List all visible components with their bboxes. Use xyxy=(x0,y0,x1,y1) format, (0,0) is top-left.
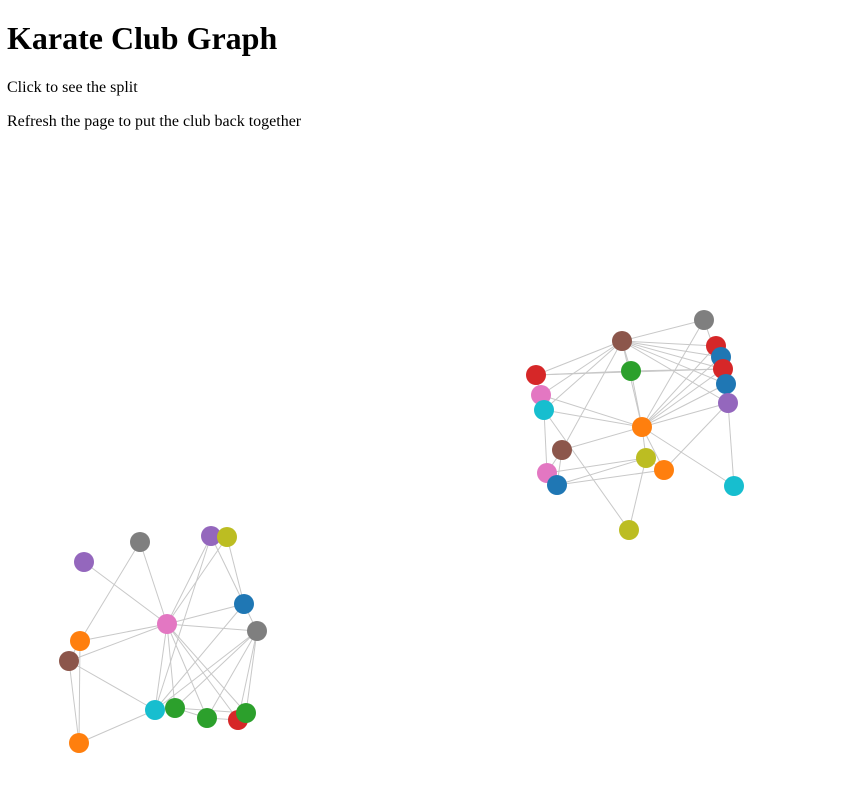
graph-node[interactable] xyxy=(74,552,94,572)
graph-edge xyxy=(543,409,548,474)
graph-node[interactable] xyxy=(157,614,177,634)
graph-node[interactable] xyxy=(236,703,256,723)
graph-edge xyxy=(154,535,212,711)
graph-node[interactable] xyxy=(621,361,641,381)
graph-node[interactable] xyxy=(165,698,185,718)
graph-edge xyxy=(206,630,258,719)
graph-node[interactable] xyxy=(632,417,652,437)
graph-edge xyxy=(621,340,717,347)
graph-edge xyxy=(546,457,647,474)
graph-edge xyxy=(641,383,727,428)
graph-edges xyxy=(68,319,735,744)
graph-edge xyxy=(543,409,643,428)
graph-edge xyxy=(561,426,643,451)
graph-node[interactable] xyxy=(636,448,656,468)
graph-edge xyxy=(641,319,705,428)
graph-node[interactable] xyxy=(59,651,79,671)
graph-edge xyxy=(174,630,258,709)
graph-node[interactable] xyxy=(694,310,714,330)
graph-edge xyxy=(79,623,168,642)
refresh-instruction: Refresh the page to put the club back to… xyxy=(7,113,302,130)
graph-edge xyxy=(641,356,722,428)
graph-node[interactable] xyxy=(197,708,217,728)
graph-edge xyxy=(543,409,630,531)
graph-edge xyxy=(641,402,729,428)
graph-edge xyxy=(621,340,643,428)
graph-edge xyxy=(154,623,168,711)
graph-node[interactable] xyxy=(70,631,90,651)
graph-edge xyxy=(561,340,623,451)
graph-edge xyxy=(641,345,717,428)
graph-edge xyxy=(543,340,623,411)
graph-edge xyxy=(166,623,247,714)
graph-edge xyxy=(154,630,258,711)
graph-node[interactable] xyxy=(145,700,165,720)
graph-edge xyxy=(226,536,245,605)
graph-edge xyxy=(79,541,141,642)
graph-node[interactable] xyxy=(526,365,546,385)
graph-node[interactable] xyxy=(654,460,674,480)
graph-edge xyxy=(535,340,623,376)
graph-edge xyxy=(540,394,643,428)
graph-edge xyxy=(78,640,81,744)
graph-node[interactable] xyxy=(534,400,554,420)
graph-edge xyxy=(166,603,245,625)
graph-edge xyxy=(68,623,168,662)
graph-edge xyxy=(210,535,245,605)
graph-node[interactable] xyxy=(724,476,744,496)
graph-edge xyxy=(556,457,647,486)
graph-node[interactable] xyxy=(247,621,267,641)
graph-edge xyxy=(166,535,212,625)
graph-node[interactable] xyxy=(130,532,150,552)
graph-nodes xyxy=(59,310,744,753)
graph-node[interactable] xyxy=(547,475,567,495)
graph-edge xyxy=(727,402,735,487)
graph-edge xyxy=(83,561,168,625)
graph-edge xyxy=(245,630,258,714)
graph-edge xyxy=(628,457,647,531)
graph-edge xyxy=(621,340,722,358)
graph-node[interactable] xyxy=(552,440,572,460)
graph-edge xyxy=(68,660,80,744)
graph-edge xyxy=(663,402,729,471)
graph-edge xyxy=(166,623,239,721)
graph-node[interactable] xyxy=(713,359,733,379)
graph-edge xyxy=(154,603,245,711)
graph-node[interactable] xyxy=(201,526,221,546)
graph-node[interactable] xyxy=(531,385,551,405)
click-instruction: Click to see the split xyxy=(7,79,138,96)
graph-edge xyxy=(78,709,156,744)
graph-edge xyxy=(621,340,724,370)
graph-edge xyxy=(641,426,735,487)
graph-edge xyxy=(621,319,705,342)
graph-edge xyxy=(166,623,176,709)
graph-node[interactable] xyxy=(619,520,639,540)
graph-edge xyxy=(641,368,724,428)
page-title: Karate Club Graph xyxy=(7,20,278,56)
graph-node[interactable] xyxy=(612,331,632,351)
graph-edge xyxy=(621,340,729,404)
graph-edge xyxy=(556,469,665,486)
graph-edge xyxy=(166,623,208,719)
graph-node[interactable] xyxy=(217,527,237,547)
graph-edge xyxy=(139,541,168,625)
graph-node[interactable] xyxy=(718,393,738,413)
graph-edge xyxy=(68,660,156,711)
graph-node[interactable] xyxy=(716,374,736,394)
graph-edge xyxy=(621,340,727,385)
graph-node[interactable] xyxy=(234,594,254,614)
graph-node[interactable] xyxy=(69,733,89,753)
graph-edge xyxy=(540,340,623,396)
